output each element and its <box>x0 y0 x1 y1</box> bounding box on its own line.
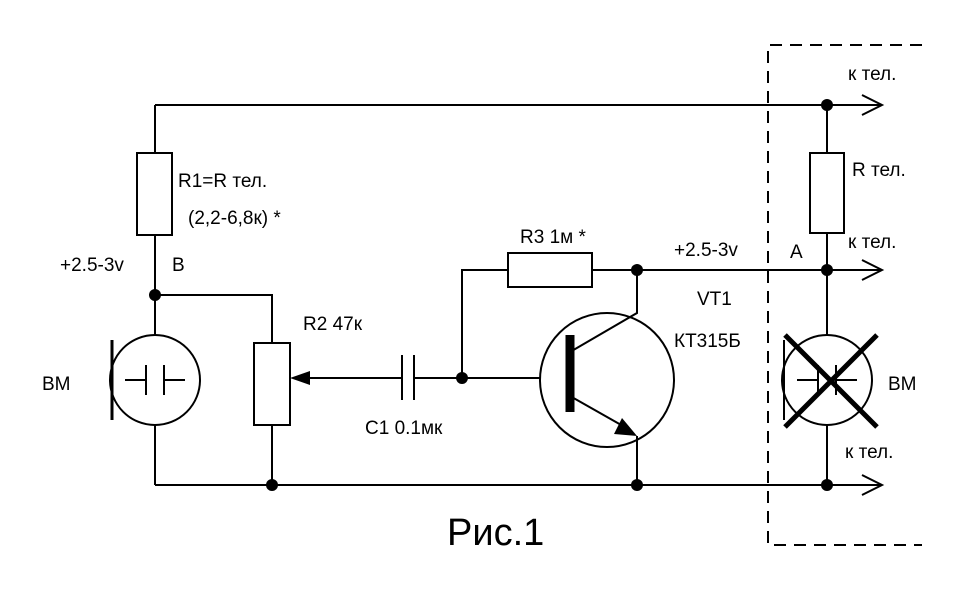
phone-block-boundary <box>767 44 922 546</box>
microphone-left <box>109 334 201 426</box>
cross-out-mark <box>783 333 879 429</box>
transistor-emitter-arrow <box>614 418 637 436</box>
label-point-b: B <box>172 255 185 276</box>
label-supply-right: +2.5-3v <box>674 240 738 261</box>
r2-top-wire <box>155 294 273 343</box>
transistor-collector-lead <box>569 270 638 353</box>
label-r-phone: R тел. <box>852 160 906 181</box>
r3-left-wire <box>461 269 508 378</box>
junction-r2-bottom <box>266 479 278 491</box>
junction-a <box>821 264 833 276</box>
label-point-a: A <box>790 242 803 263</box>
resistor-r3 <box>507 252 593 288</box>
collector-rail-arrow <box>861 259 885 281</box>
label-r1: R1=R тел. <box>178 171 267 192</box>
resistor-r1 <box>136 152 173 236</box>
label-bm-right: BM <box>888 374 917 395</box>
label-transistor-type: КТ315Б <box>674 331 741 352</box>
bottom-rail-arrow <box>861 474 885 496</box>
label-r2: R2 47к <box>303 314 363 335</box>
label-supply-left: +2.5-3v <box>60 255 124 276</box>
top-rail-arrow <box>861 94 885 116</box>
r2-wiper-arrow <box>290 371 310 385</box>
transistor-vt1-body <box>539 312 675 448</box>
potentiometer-r2 <box>253 342 291 426</box>
label-r1-range: (2,2-6,8к) * <box>188 208 281 229</box>
label-c1: C1 0.1мк <box>365 418 443 439</box>
figure-caption: Рис.1 <box>447 512 544 554</box>
resistor-r-phone <box>809 152 845 234</box>
label-r3: R3 1м * <box>520 227 586 248</box>
label-vt1: VT1 <box>697 289 732 310</box>
junction-emitter <box>631 479 643 491</box>
label-to-phone-mid: к тел. <box>848 232 896 253</box>
label-bm-left: BM <box>42 374 71 395</box>
junction-right-top <box>821 99 833 111</box>
label-to-phone-bottom: к тел. <box>845 442 893 463</box>
junction-right-bottom <box>821 479 833 491</box>
label-to-phone-top: к тел. <box>848 64 896 85</box>
